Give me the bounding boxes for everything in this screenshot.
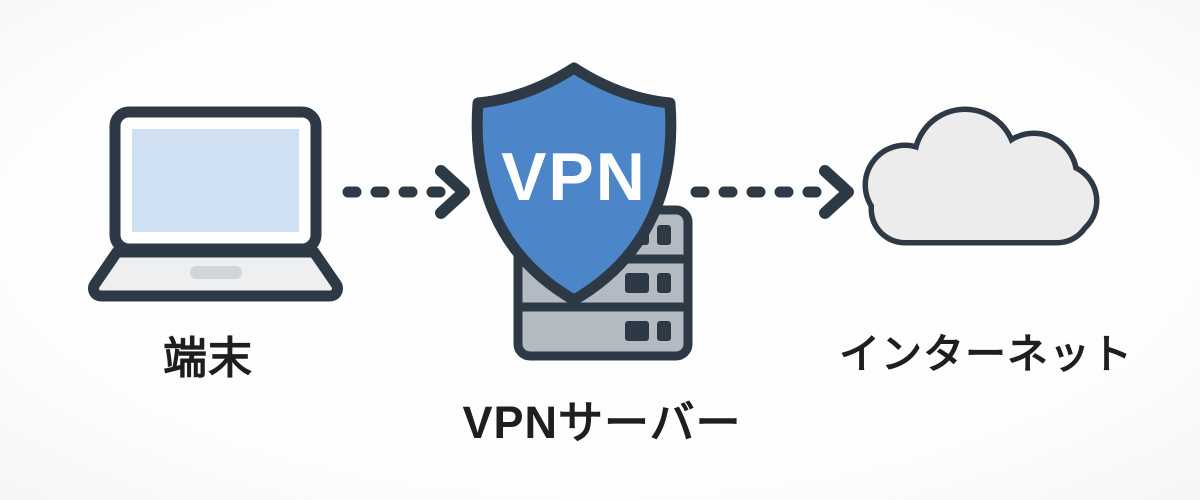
device-label: 端末	[163, 334, 253, 383]
shield-icon: VPN	[471, 62, 677, 306]
shield-server-icon: VPN	[471, 62, 693, 361]
vpn-server-label: VPNサーバー	[462, 397, 742, 448]
dashed-arrow-icon	[690, 165, 854, 219]
dashed-arrow-icon	[342, 165, 470, 219]
cloud-icon	[862, 106, 1100, 246]
laptop-icon	[88, 106, 343, 302]
vpn-badge: VPN	[501, 139, 647, 215]
internet-label: インターネット	[839, 331, 1133, 377]
